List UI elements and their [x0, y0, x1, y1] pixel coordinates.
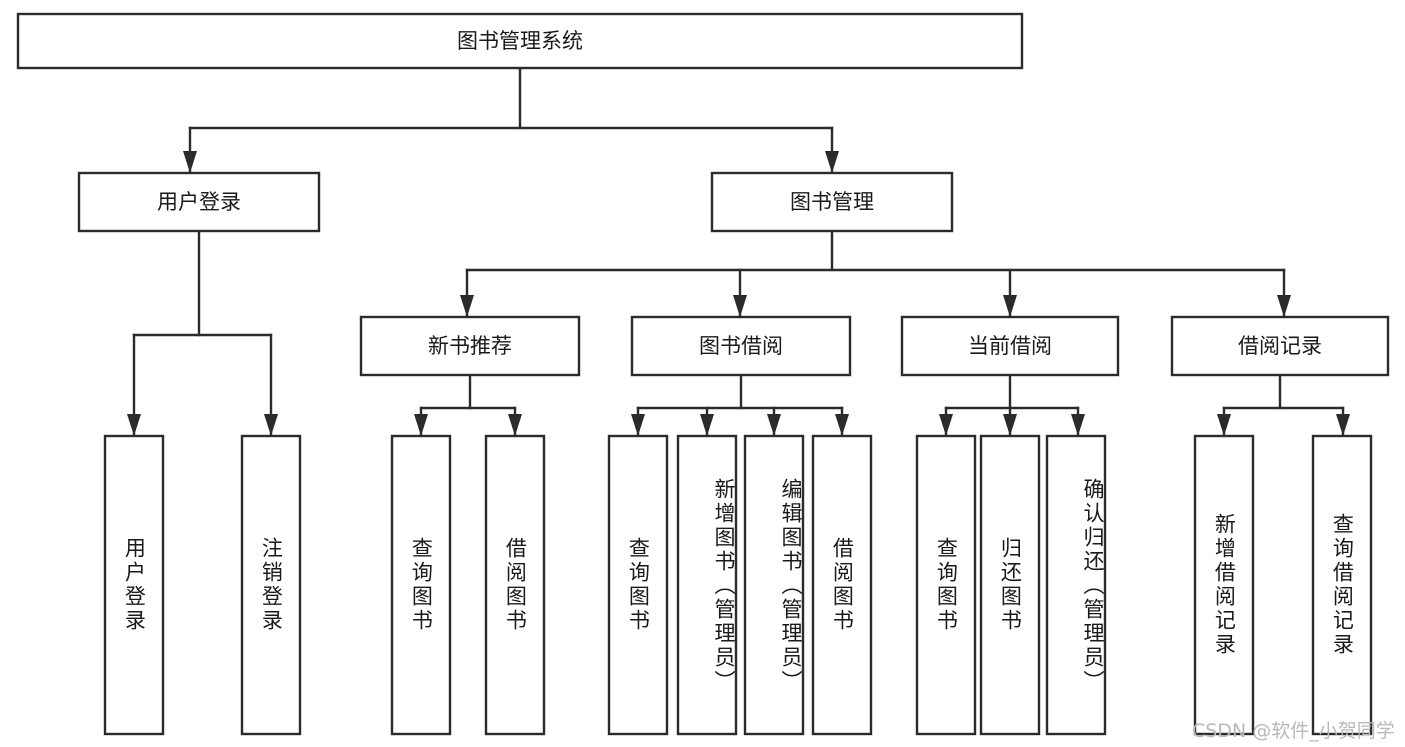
arrow-head-icon [1003, 295, 1017, 317]
arrow-head-icon [127, 414, 141, 436]
arrow-head-icon [835, 414, 849, 436]
arrow-head-icon [767, 414, 781, 436]
node-box-leaf-query-book-3[interactable] [915, 434, 977, 736]
arrow-head-icon [1336, 414, 1350, 436]
node-box-current-borrow[interactable] [900, 315, 1120, 377]
node-box-leaf-query-book-2[interactable] [607, 434, 669, 736]
arrow-head-icon [1277, 295, 1291, 317]
arrow-head-icon [1071, 414, 1085, 436]
node-box-root[interactable] [16, 12, 1024, 70]
node-box-leaf-edit-book[interactable] [743, 434, 805, 736]
node-box-book-borrow[interactable] [630, 315, 852, 377]
arrow-head-icon [508, 414, 522, 436]
arrow-head-icon [183, 151, 197, 173]
node-box-leaf-confirm-return[interactable] [1045, 434, 1107, 736]
node-box-leaf-borrow-book-1[interactable] [484, 434, 546, 736]
arrow-head-icon [1003, 414, 1017, 436]
arrow-head-icon [825, 151, 839, 173]
node-box-leaf-query-book-1[interactable] [390, 434, 452, 736]
arrow-head-icon [460, 295, 474, 317]
node-boxes-layer [16, 12, 1390, 736]
node-box-borrow-record[interactable] [1170, 315, 1390, 377]
arrow-head-icon [631, 414, 645, 436]
node-label-user-login: 用户登录 [157, 190, 241, 214]
arrow-head-icon [1217, 414, 1231, 436]
node-label-borrow-record: 借阅记录 [1238, 334, 1322, 358]
node-box-leaf-add-book[interactable] [676, 434, 738, 736]
node-box-leaf-query-record[interactable] [1311, 434, 1373, 736]
arrow-head-icon [939, 414, 953, 436]
arrow-head-icon [414, 414, 428, 436]
node-box-leaf-user-logout[interactable] [240, 434, 302, 736]
node-box-leaf-borrow-book-2[interactable] [811, 434, 873, 736]
arrow-head-icon [733, 295, 747, 317]
node-box-user-login[interactable] [77, 171, 321, 233]
node-box-new-book-recommend[interactable] [359, 315, 581, 377]
arrow-head-icon [264, 414, 278, 436]
connectors-layer [127, 66, 1350, 438]
node-label-current-borrow: 当前借阅 [968, 334, 1052, 358]
node-box-leaf-add-record[interactable] [1193, 434, 1255, 736]
node-label-root: 图书管理系统 [457, 29, 583, 53]
arrow-head-icon [700, 414, 714, 436]
node-box-book-manage[interactable] [710, 171, 954, 233]
node-label-book-borrow: 图书借阅 [699, 334, 783, 358]
node-box-leaf-return-book[interactable] [979, 434, 1041, 736]
node-label-book-manage: 图书管理 [790, 190, 874, 214]
node-label-new-book-recommend: 新书推荐 [428, 334, 512, 358]
csdn-watermark: CSDN @软件_小贺同学 [1192, 720, 1395, 742]
node-box-leaf-user-login[interactable] [103, 434, 165, 736]
